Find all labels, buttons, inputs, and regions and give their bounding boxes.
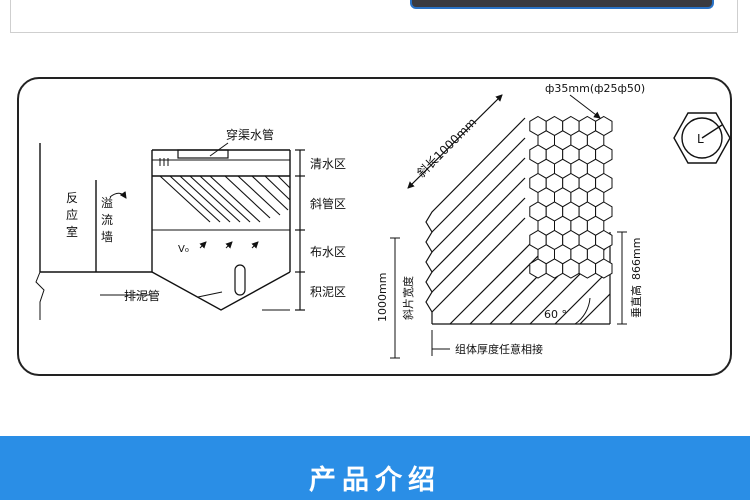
zone-label-inclined-tube: 斜管区: [310, 196, 346, 211]
honeycomb-face: [529, 115, 613, 279]
velocity-label: V₀: [178, 244, 189, 255]
honeycomb-cell: [595, 258, 613, 279]
pipe-label: 穿渠水管: [226, 127, 274, 142]
sheet-width-value: 1000mm: [376, 273, 389, 322]
angle-label: 60 °: [544, 308, 567, 321]
sludge-pipe-label: 排泥管: [124, 288, 160, 303]
reaction-chamber-char-1: 反: [66, 191, 78, 205]
diagram-frame: [17, 77, 732, 376]
zone-label-water-distribution: 布水区: [310, 245, 346, 259]
hex-cell-icon: [673, 112, 731, 164]
tube-spec-label: ф35mm(ф25ф50): [545, 82, 645, 95]
assembly-note: 组体厚度任意相接: [455, 342, 543, 356]
sheet-width-label: 斜片宽度: [401, 276, 415, 320]
honeycomb-cell: [562, 258, 580, 279]
zone-label-sludge: 积泥区: [310, 285, 346, 299]
module-dimensions: [390, 94, 627, 359]
honeycomb-cell: [529, 258, 547, 279]
honeycomb-cell: [578, 258, 597, 279]
reaction-chamber-char-2: 应: [66, 207, 78, 222]
section-banner: [0, 436, 750, 500]
inclined-length-label: 斜长1000mm: [414, 115, 479, 180]
overflow-wall-char-3: 墙: [101, 230, 113, 244]
top-product-photo: [410, 0, 714, 9]
vertical-height-label: 垂直高: [629, 285, 643, 318]
reaction-chamber-char-3: 室: [66, 224, 78, 239]
tube-module: [425, 117, 611, 325]
hex-icon-letter: L: [697, 132, 704, 146]
overflow-wall-char-2: 流: [101, 213, 113, 227]
tube-hatching: [159, 175, 291, 223]
overflow-wall-char-1: 溢: [101, 196, 113, 210]
clarifier-section: [35, 143, 291, 320]
honeycomb-cell: [545, 258, 564, 279]
vertical-height-value: 866mm: [630, 238, 643, 280]
zone-dimension-bar: [295, 149, 305, 311]
zone-label-clear-water: 清水区: [310, 157, 346, 171]
flow-arrows: [109, 142, 259, 298]
section-title: 产品介绍: [309, 465, 441, 496]
